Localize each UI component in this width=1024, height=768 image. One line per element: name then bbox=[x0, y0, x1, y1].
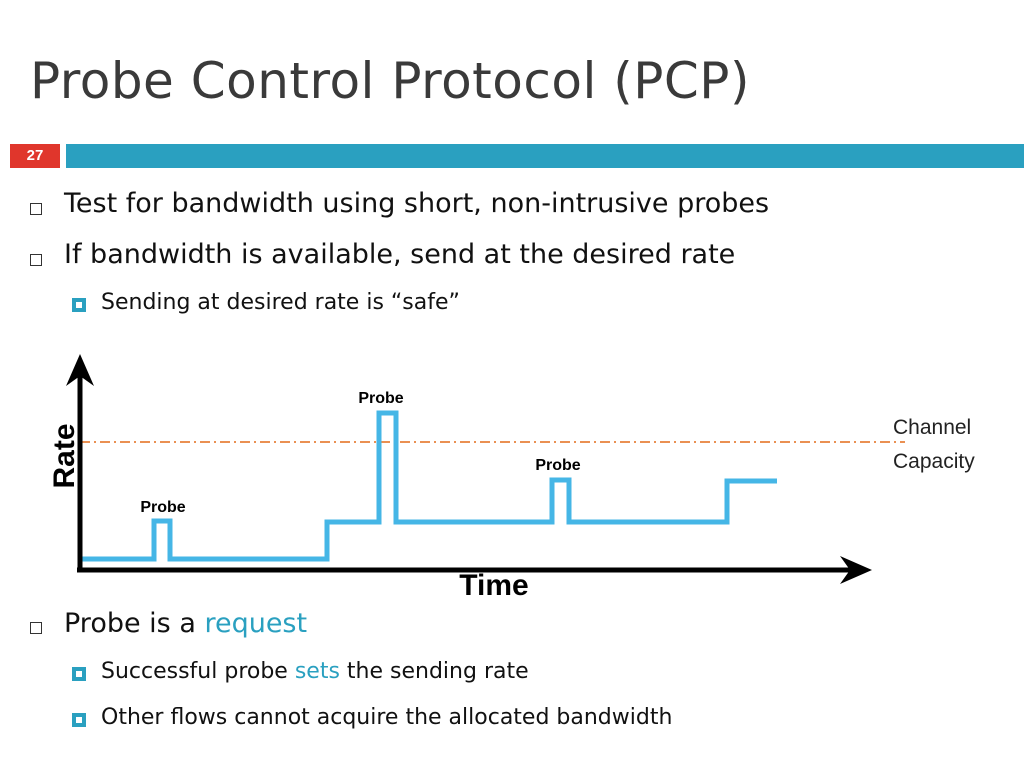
bullet-probe-request: Probe is a request bbox=[64, 608, 307, 639]
bullet-send-rate: If bandwidth is available, send at the d… bbox=[64, 239, 736, 270]
highlight-sets: sets bbox=[294, 659, 340, 684]
highlight-request: request bbox=[204, 608, 308, 639]
capacity-label-line2: Capacity bbox=[893, 450, 975, 473]
sending-rate-signal bbox=[80, 410, 777, 562]
probe-label-1: Probe bbox=[140, 499, 185, 516]
hollow-square-bullet-icon bbox=[30, 622, 42, 634]
capacity-label-line1: Channel bbox=[893, 416, 971, 439]
y-axis-arrow-icon bbox=[66, 354, 94, 386]
x-axis-arrow-icon bbox=[840, 556, 872, 584]
probe-label-3: Probe bbox=[535, 457, 580, 474]
slide-title: Probe Control Protocol (PCP) bbox=[30, 52, 750, 110]
probe-label-2: Probe bbox=[358, 390, 403, 407]
y-axis-label: Rate bbox=[48, 423, 81, 488]
sub-bullet-sets-rate-suffix: the sending rate bbox=[339, 659, 529, 684]
sub-bullet-sets-rate: Successful probe sets the sending rate bbox=[101, 659, 529, 684]
filled-square-bullet-icon bbox=[72, 713, 86, 727]
filled-square-bullet-icon bbox=[72, 298, 86, 312]
slide-number: 27 bbox=[10, 144, 60, 168]
sub-bullet-sets-rate-prefix: Successful probe bbox=[101, 659, 295, 684]
rate-time-diagram: Rate Time Probe Probe Probe Channel Capa… bbox=[48, 354, 975, 602]
title-underline-bar bbox=[66, 144, 1024, 168]
hollow-square-bullet-icon bbox=[30, 203, 42, 215]
bullet-probe-request-prefix: Probe is a bbox=[64, 608, 205, 639]
bullet-bandwidth-test: Test for bandwidth using short, non-intr… bbox=[64, 188, 770, 219]
sub-bullet-safe: Sending at desired rate is “safe” bbox=[101, 290, 460, 315]
x-axis-label: Time bbox=[459, 569, 528, 602]
filled-square-bullet-icon bbox=[72, 667, 86, 681]
hollow-square-bullet-icon bbox=[30, 254, 42, 266]
sub-bullet-other-flows: Other flows cannot acquire the allocated… bbox=[101, 705, 673, 730]
